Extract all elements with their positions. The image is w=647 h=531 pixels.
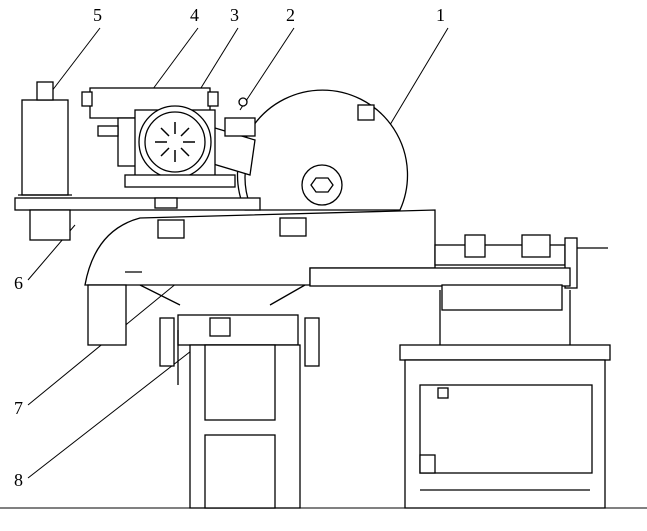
component-1-saw-blade xyxy=(236,89,409,211)
label-3: 3 xyxy=(230,5,239,25)
component-3-motor xyxy=(124,105,236,188)
label-5: 5 xyxy=(93,5,102,25)
label-7: 7 xyxy=(14,398,23,418)
label-1: 1 xyxy=(436,5,445,25)
component-7-housing xyxy=(84,209,436,346)
label-4: 4 xyxy=(190,5,199,25)
label-8: 8 xyxy=(14,470,23,490)
right-stand xyxy=(399,344,611,509)
component-8-center-stand xyxy=(159,314,320,509)
label-2: 2 xyxy=(286,5,295,25)
right-conveyor xyxy=(309,234,608,360)
component-5-tank xyxy=(18,81,72,196)
base-plate xyxy=(14,197,261,241)
label-6: 6 xyxy=(14,273,23,293)
